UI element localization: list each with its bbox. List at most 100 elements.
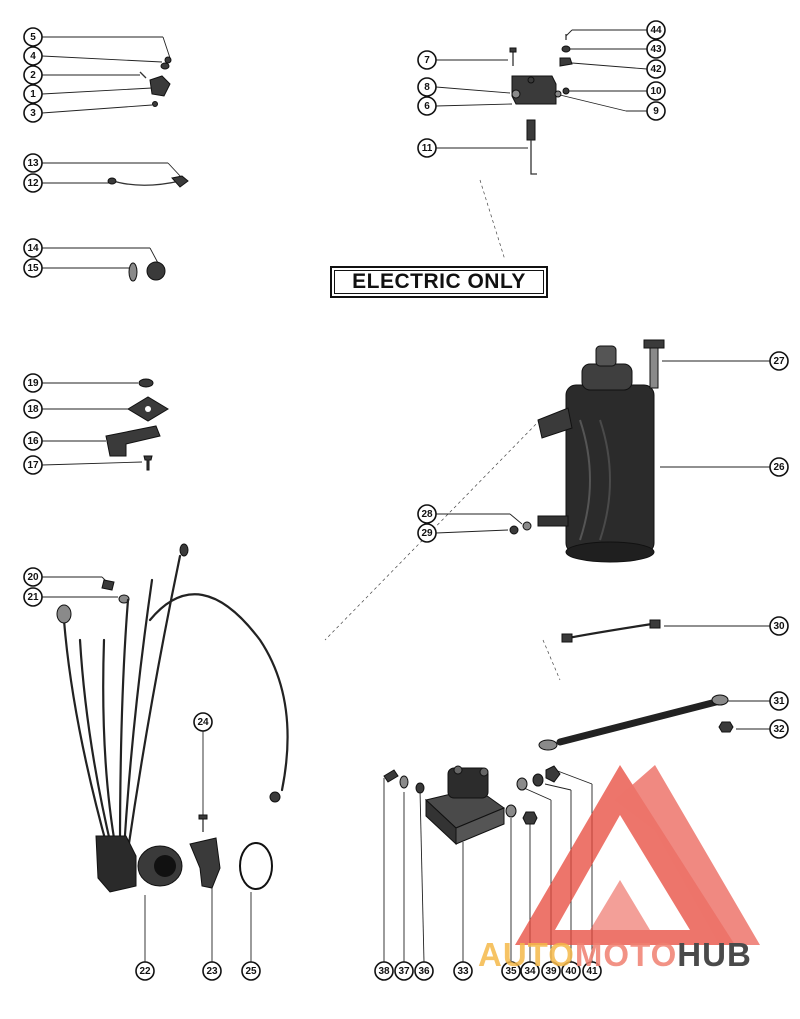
part-4-washer-icon xyxy=(160,62,170,70)
part-9-washer-icon xyxy=(554,90,562,98)
part-28-washer-icon xyxy=(522,521,532,531)
part-14-grommet-icon xyxy=(146,261,166,281)
callout-32: 32 xyxy=(769,719,789,739)
callout-label: 11 xyxy=(422,143,433,154)
callout-label: 32 xyxy=(773,724,785,735)
callout-label: 10 xyxy=(650,86,662,97)
part-26-starter-motor-icon xyxy=(537,345,655,563)
part-41-terminal-icon xyxy=(545,765,561,783)
callout-33: 33 xyxy=(453,961,473,981)
callout-10: 10 xyxy=(646,81,666,101)
part-42-terminal-icon xyxy=(559,57,573,67)
callout-numbers: 5421313121415191816172021786114443421092… xyxy=(23,20,789,981)
callout-label: 41 xyxy=(586,966,598,977)
part-10-nut-icon xyxy=(562,87,570,95)
part-drawings xyxy=(56,34,734,893)
callout-label: 36 xyxy=(418,966,430,977)
callout-43: 43 xyxy=(646,39,666,59)
callout-label: 6 xyxy=(424,101,430,112)
callout-label: 22 xyxy=(139,966,151,977)
callout-label: 34 xyxy=(524,966,536,977)
callout-8: 8 xyxy=(417,77,437,97)
part-36-nut-icon xyxy=(415,782,425,794)
part-20-screw-icon xyxy=(101,579,115,591)
part-33-solenoid-icon xyxy=(424,765,506,846)
callout-label: 28 xyxy=(421,509,433,520)
callout-label: 9 xyxy=(653,106,659,117)
callout-label: 15 xyxy=(27,263,39,274)
callout-label: 16 xyxy=(27,436,39,447)
callout-label: 40 xyxy=(565,966,577,977)
callout-7: 7 xyxy=(417,50,437,70)
callout-label: 17 xyxy=(27,460,39,471)
callout-label: 31 xyxy=(773,696,785,707)
part-2-screw-icon xyxy=(139,71,147,79)
callout-label: 27 xyxy=(773,356,785,367)
part-12-lead-icon xyxy=(109,179,181,186)
watermark-text: AUTOMOTOHUB xyxy=(478,936,752,974)
callout-label: 14 xyxy=(27,243,39,254)
part-19-nut-icon xyxy=(138,378,154,388)
callout-25: 25 xyxy=(241,961,261,981)
callout-11: 11 xyxy=(417,138,437,158)
part-38-screw-icon xyxy=(383,769,399,783)
callout-22: 22 xyxy=(135,961,155,981)
callout-label: 4 xyxy=(30,51,36,62)
part-27-bolt-icon xyxy=(649,345,659,389)
callout-label: 26 xyxy=(773,462,785,473)
callout-label: 13 xyxy=(27,158,39,169)
callout-label: 23 xyxy=(206,966,218,977)
part-37-washer-icon xyxy=(399,775,409,789)
callout-label: 33 xyxy=(457,966,469,977)
part-25-ring-icon xyxy=(239,842,273,890)
part-35-washer-icon xyxy=(505,804,517,818)
callout-13: 13 xyxy=(23,153,43,173)
callout-23: 23 xyxy=(202,961,222,981)
part-39-washer-icon xyxy=(516,777,528,791)
part-5-nut-icon xyxy=(164,56,172,64)
part-3-nut-icon xyxy=(152,101,158,107)
callout-label: 29 xyxy=(421,528,433,539)
callout-label: 39 xyxy=(545,966,557,977)
callout-label: 25 xyxy=(245,966,257,977)
leader-lines xyxy=(41,29,770,963)
callout-37: 37 xyxy=(394,961,414,981)
callout-1: 1 xyxy=(23,84,43,104)
diagram-title: ELECTRIC ONLY xyxy=(334,270,544,294)
callout-label: 21 xyxy=(27,592,39,603)
callout-17: 17 xyxy=(23,455,43,475)
diagram-title-box: ELECTRIC ONLY xyxy=(330,266,548,298)
callout-label: 38 xyxy=(378,966,390,977)
part-22-wiring-harness-icon xyxy=(56,543,289,893)
callout-28: 28 xyxy=(417,504,437,524)
callout-label: 5 xyxy=(30,32,36,43)
part-31-battery-cable-icon xyxy=(556,698,720,746)
watermark-text-part3: HUB xyxy=(677,936,752,973)
callout-40: 40 xyxy=(561,961,581,981)
part-23-clamp-icon xyxy=(189,837,221,889)
callout-12: 12 xyxy=(23,173,43,193)
callout-31: 31 xyxy=(769,691,789,711)
callout-label: 7 xyxy=(424,55,430,66)
callout-2: 2 xyxy=(23,65,43,85)
callout-16: 16 xyxy=(23,431,43,451)
part-32-nut-icon xyxy=(718,721,734,733)
callout-41: 41 xyxy=(582,961,602,981)
callout-label: 3 xyxy=(30,108,36,119)
part-30-cable-icon xyxy=(566,622,654,640)
callout-27: 27 xyxy=(769,351,789,371)
callout-30: 30 xyxy=(769,616,789,636)
callout-label: 20 xyxy=(27,572,39,583)
callout-20: 20 xyxy=(23,567,43,587)
callout-21: 21 xyxy=(23,587,43,607)
watermark-text-part2: MOTO xyxy=(574,936,678,973)
watermark-text-part1: AUTO xyxy=(478,936,575,973)
callout-label: 12 xyxy=(27,178,39,189)
callout-42: 42 xyxy=(646,59,666,79)
part-16-bracket-icon xyxy=(105,425,161,457)
callout-4: 4 xyxy=(23,46,43,66)
callout-26: 26 xyxy=(769,457,789,477)
callout-label: 30 xyxy=(773,621,785,632)
callout-39: 39 xyxy=(541,961,561,981)
